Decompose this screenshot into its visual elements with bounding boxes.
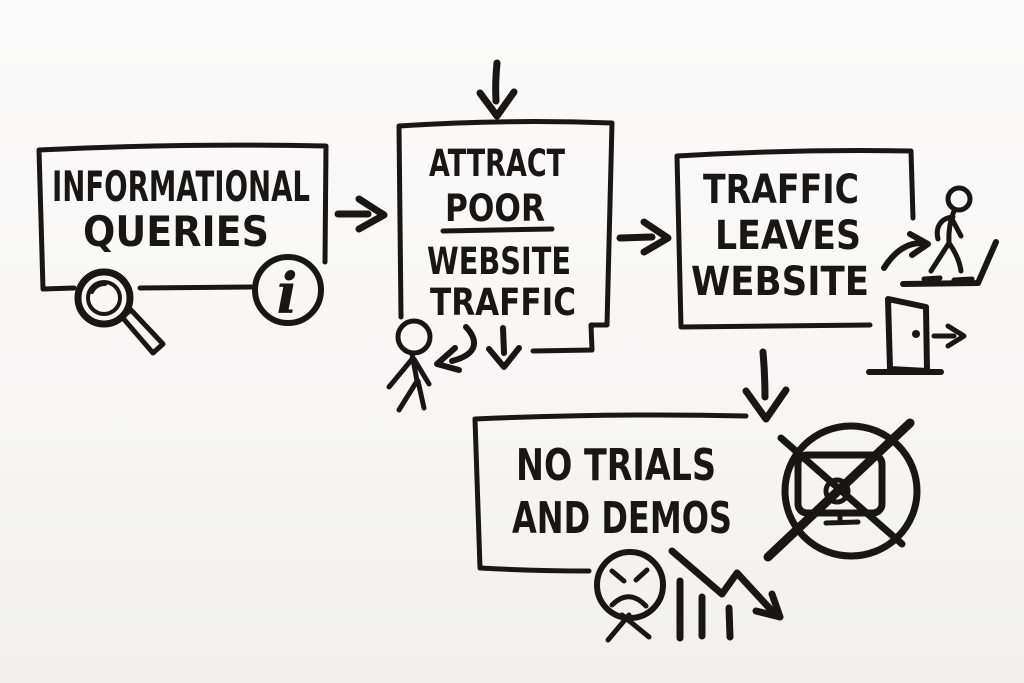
box-border [472,412,749,574]
node-label-line2: POOR [445,187,545,230]
box-border [36,142,329,292]
arrow-into-attract-top [476,59,518,120]
no-computer-icon [763,418,921,562]
arrow-leaves-to-notrials [742,348,790,423]
declining-chart-icon [668,547,784,642]
arrow-to-visitor-curved [434,324,477,373]
box-border [674,148,916,330]
node-label-line4: TRAFFIC [430,281,576,324]
node-no-trials-and-demos: NO TRIALS AND DEMOS [472,412,749,574]
node-label-line3: WEBSITE [427,240,571,283]
node-label-line2: QUERIES [83,207,269,256]
door-exit-icon [866,296,967,375]
box-border [396,119,615,354]
magnifier-icon [74,268,166,356]
poor-underline [440,226,555,234]
node-label-line1: ATTRACT [429,142,566,185]
node-label-line1: INFORMATIONAL [52,162,310,211]
node-label-line2: LEAVES [715,213,861,259]
info-icon: i [252,254,324,327]
walking-person-icon [881,185,999,287]
node-traffic-leaves-website: TRAFFIC LEAVES WEBSITE [674,148,916,330]
node-informational-queries: INFORMATIONAL QUERIES i [36,142,329,356]
arrow-queries-to-attract [334,195,388,233]
sad-face-icon [594,549,666,643]
node-label-line1: TRAFFIC [703,167,859,213]
arrow-under-attract-down [486,325,522,370]
stick-figure-icon [386,318,433,413]
arrow-attract-to-leaves [616,218,672,256]
node-label-line1: NO TRIALS [516,440,716,491]
node-label-line2: AND DEMOS [512,493,732,544]
node-attract-poor-website-traffic: ATTRACT POOR WEBSITE TRAFFIC [396,119,615,354]
node-label-line3: WEBSITE [691,259,869,305]
info-icon-glyph: i [276,261,297,327]
